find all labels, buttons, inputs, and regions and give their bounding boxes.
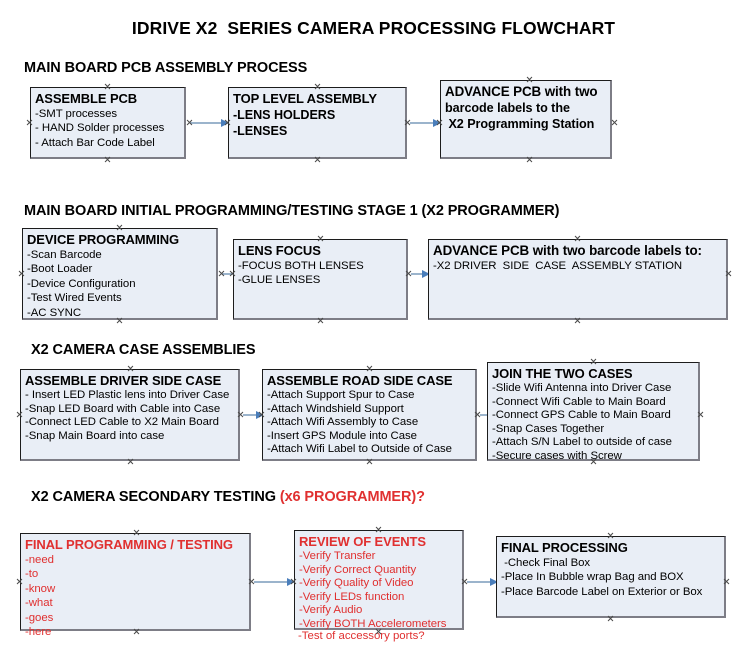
node-line: -goes xyxy=(25,611,54,624)
node-line: -Attach Wifi Assembly to Case xyxy=(267,416,419,429)
node-line: -Test Wired Events xyxy=(27,292,122,305)
node-advance-pcb-station[interactable]: ADVANCE PCB with two barcode labels to t… xyxy=(440,80,612,159)
node-line: -Attach S/N Label to outside of case xyxy=(492,436,672,449)
node-title: TOP LEVEL ASSEMBLY xyxy=(233,91,377,106)
node-line: -Insert GPS Module into Case xyxy=(267,429,417,442)
connector-review-to-finalprocessing xyxy=(467,578,498,586)
node-device-programming[interactable]: DEVICE PROGRAMMING -Scan Barcode -Boot L… xyxy=(22,228,218,320)
arrowhead-icon xyxy=(287,578,295,586)
node-review-of-events[interactable]: REVIEW OF EVENTS -Verify Transfer -Verif… xyxy=(294,530,464,630)
node-line: - Insert LED Plastic lens into Driver Ca… xyxy=(25,389,230,401)
node-line: -LENS HOLDERS xyxy=(233,108,336,122)
node-line: -Verify Audio xyxy=(299,604,363,617)
node-line: -X2 DRIVER SIDE CASE ASSEMBLY STATION xyxy=(433,260,683,272)
node-line: -know xyxy=(25,582,56,595)
node-title: LENS FOCUS xyxy=(238,243,321,258)
node-line: -Attach Support Spur to Case xyxy=(267,389,415,401)
node-title: ADVANCE PCB with two barcode labels to: xyxy=(433,243,702,258)
node-line: -Scan Barcode xyxy=(27,249,102,261)
connector-assemble-to-toplevel xyxy=(190,119,229,127)
node-line: -Secure cases with Screw xyxy=(492,449,622,462)
node-line: -need xyxy=(25,554,54,566)
section-heading-1: MAIN BOARD PCB ASSEMBLY PROCESS xyxy=(24,60,308,76)
node-assemble-driver-side-case[interactable]: ASSEMBLE DRIVER SIDE CASE - Insert LED P… xyxy=(20,369,240,461)
node-title: REVIEW OF EVENTS xyxy=(299,534,426,549)
node-review-overflow-line: -Test of accessory ports? xyxy=(298,630,425,642)
node-title: ADVANCE PCB with two xyxy=(445,84,598,99)
node-title: DEVICE PROGRAMMING xyxy=(27,232,180,247)
node-title: ASSEMBLE ROAD SIDE CASE xyxy=(267,373,453,388)
node-line: -Verify Correct Quantity xyxy=(299,563,417,576)
node-line: - HAND Solder processes xyxy=(35,122,165,135)
node-line: -Slide Wifi Antenna into Driver Case xyxy=(492,382,672,394)
node-join-the-two-cases[interactable]: JOIN THE TWO CASES -Slide Wifi Antenna i… xyxy=(487,362,700,462)
node-line: -Verify Quality of Video xyxy=(299,577,414,590)
node-line: -Snap LED Board with Cable into Case xyxy=(25,402,221,415)
arrowhead-icon xyxy=(422,270,430,278)
node-line: -Connect LED Cable to X2 Main Board xyxy=(25,416,219,429)
node-line: -AC SYNC xyxy=(27,306,82,319)
section-heading-3: X2 CAMERA CASE ASSEMBLIES xyxy=(31,342,256,358)
arrowhead-icon xyxy=(256,411,264,419)
node-final-programming-testing[interactable]: FINAL PROGRAMMING / TESTING -need -to -k… xyxy=(20,533,251,638)
node-lens-focus[interactable]: LENS FOCUS -FOCUS BOTH LENSES -GLUE LENS… xyxy=(233,239,408,320)
section-heading-4: X2 CAMERA SECONDARY TESTING (x6 PROGRAMM… xyxy=(31,489,425,505)
node-title: FINAL PROCESSING xyxy=(501,540,628,555)
node-advance-pcb-driver-side[interactable]: ADVANCE PCB with two barcode labels to: … xyxy=(428,239,728,320)
node-line: -Check Final Box xyxy=(501,557,591,569)
section-heading-4-accent: (x6 PROGRAMMER)? xyxy=(279,489,425,505)
node-assemble-pcb[interactable]: ASSEMBLE PCB -SMT processes - HAND Solde… xyxy=(30,87,186,159)
arrowhead-icon xyxy=(433,119,441,127)
node-line: -what xyxy=(25,597,53,610)
node-line: -GLUE LENSES xyxy=(238,274,321,287)
node-line: -Connect Wifi Cable to Main Board xyxy=(492,395,666,408)
arrowhead-icon xyxy=(490,578,498,586)
node-line: -LENSES xyxy=(233,124,288,138)
node-line: -Attach Wifi Label to Outside of Case xyxy=(267,443,452,456)
node-line: -Verify LEDs function xyxy=(299,590,405,603)
node-title: ASSEMBLE PCB xyxy=(35,91,138,106)
node-final-processing[interactable]: FINAL PROCESSING -Check Final Box -Place… xyxy=(496,536,726,618)
node-line: -Device Configuration xyxy=(27,277,136,290)
node-line: -to xyxy=(25,568,39,581)
section-heading-2: MAIN BOARD INITIAL PROGRAMMING/TESTING S… xyxy=(24,203,560,219)
node-top-level-assembly[interactable]: TOP LEVEL ASSEMBLY -LENS HOLDERS -LENSES xyxy=(228,87,407,159)
node-line: -Place In Bubble wrap Bag and BOX xyxy=(501,571,684,584)
node-line: -Boot Loader xyxy=(27,263,93,276)
node-line: -Verify BOTH Accelerometers xyxy=(299,617,447,630)
node-line: X2 Programming Station xyxy=(445,117,595,131)
node-line: -Snap Cases Together xyxy=(492,422,605,435)
node-line: -here xyxy=(25,626,52,639)
connector-toplevel-to-advance xyxy=(410,119,441,127)
node-line: -Attach Windshield Support xyxy=(267,402,404,415)
resize-handle-right[interactable] xyxy=(611,119,618,126)
section-heading-4-text: X2 CAMERA SECONDARY TESTING xyxy=(31,489,280,505)
connector-finalprog-to-review xyxy=(254,578,295,586)
node-line: -Place Barcode Label on Exterior or Box xyxy=(501,585,703,598)
node-title: ASSEMBLE DRIVER SIDE CASE xyxy=(25,373,222,388)
page-title: IDRIVE X2 SERIES CAMERA PROCESSING FLOWC… xyxy=(131,18,616,38)
arrowhead-icon xyxy=(221,119,229,127)
connector-driver-to-roadside xyxy=(243,411,264,419)
node-line: -SMT processes xyxy=(35,108,118,120)
node-line: - Attach Bar Code Label xyxy=(35,136,155,149)
node-title: JOIN THE TWO CASES xyxy=(492,366,633,381)
node-line: -FOCUS BOTH LENSES xyxy=(238,260,364,272)
node-line: -Verify Transfer xyxy=(299,550,376,562)
node-line: -Connect GPS Cable to Main Board xyxy=(492,409,671,422)
node-assemble-road-side-case[interactable]: ASSEMBLE ROAD SIDE CASE -Attach Support … xyxy=(262,369,477,461)
node-title: FINAL PROGRAMMING / TESTING xyxy=(25,537,233,552)
node-line: -Snap Main Board into case xyxy=(25,429,165,442)
connector-lensfocus-to-advance xyxy=(411,270,430,278)
node-line: barcode labels to the xyxy=(445,101,570,115)
